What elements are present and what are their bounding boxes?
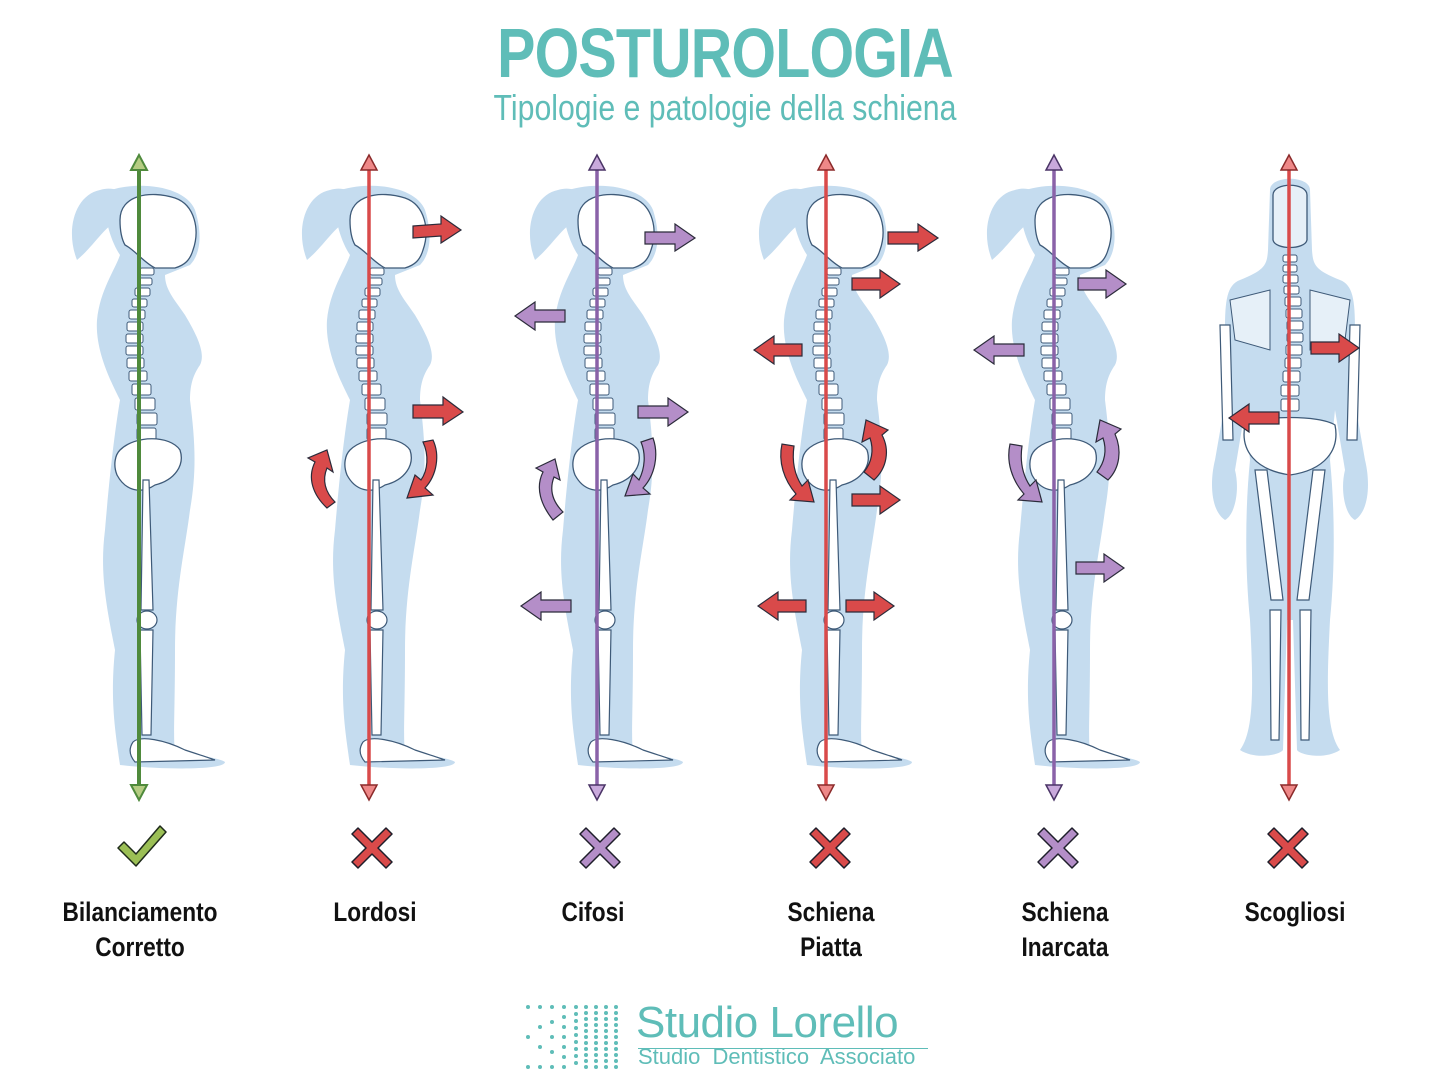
posture-label-arched-back: Schiena Inarcata — [1021, 897, 1109, 962]
page-title: POSTUROLOGIA — [497, 14, 954, 92]
cross-icon — [570, 818, 630, 878]
brand-divider — [638, 1048, 928, 1049]
check-icon — [112, 818, 172, 878]
brand-name: Studio Lorello — [636, 998, 899, 1047]
cross-icon — [342, 818, 402, 878]
force-arrows-icon — [1227, 332, 1361, 434]
posture-label-flat-back: Schiena Piatta — [787, 897, 875, 962]
force-arrows-icon — [513, 222, 697, 622]
page-subtitle: Tipologie e patologie della schiena — [493, 87, 957, 128]
posture-label-lordosis: Lordosi — [333, 897, 417, 927]
posture-figure-arched-back — [940, 150, 1170, 810]
force-arrows-icon — [306, 214, 465, 509]
cross-icon — [800, 818, 860, 878]
cross-icon — [1258, 818, 1318, 878]
brand-logo: Studio Lorello Studio Dentistico Associa… — [520, 995, 940, 1075]
force-arrows-icon — [972, 268, 1128, 584]
body-silhouette-icon — [72, 186, 225, 769]
posture-figure-correct-balance — [25, 150, 255, 810]
posture-figure-kyphosis — [483, 150, 713, 810]
brand-tagline: Studio Dentistico Associato — [638, 1044, 916, 1069]
posture-figure-scoliosis — [1175, 150, 1405, 810]
posture-label-correct-balance: Bilanciamento Corretto — [62, 897, 218, 962]
posture-figure-lordosis — [255, 150, 485, 810]
force-arrows-icon — [752, 222, 940, 622]
posture-label-kyphosis: Cifosi — [561, 897, 625, 927]
cross-icon — [1028, 818, 1088, 878]
dot-grid-logo-icon — [526, 1005, 618, 1069]
posture-label-scoliosis: Scogliosi — [1244, 897, 1346, 927]
posture-figure-flat-back — [712, 150, 942, 810]
